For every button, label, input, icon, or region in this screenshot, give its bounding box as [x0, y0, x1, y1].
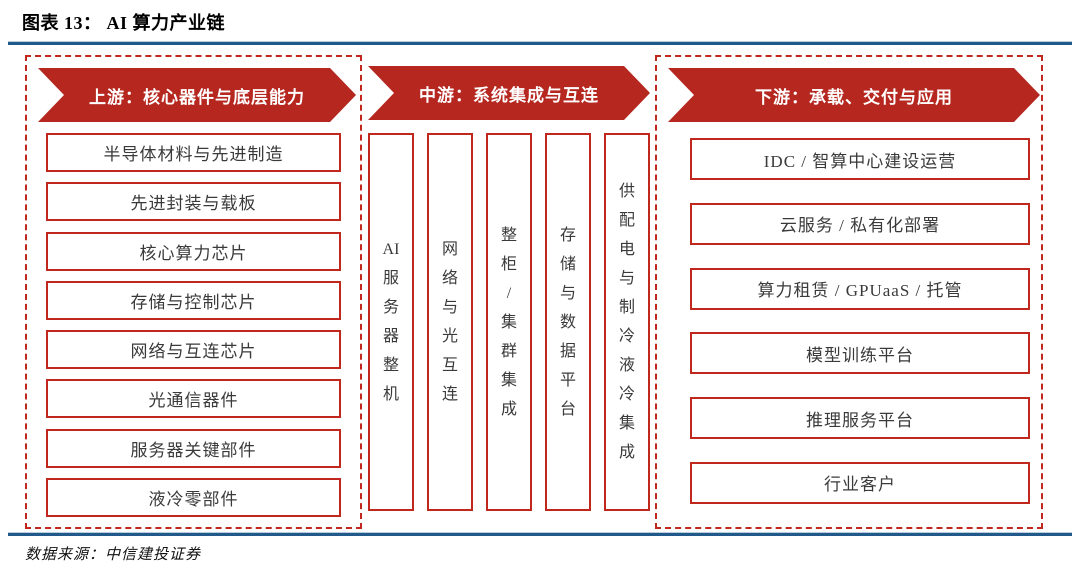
- downstream-item-list: IDC / 智算中心建设运营 云服务 / 私有化部署 算力租赁 / GPUaaS…: [690, 138, 1030, 504]
- bottom-rule-divider: [8, 532, 1072, 536]
- upstream-item: 网络与互连芯片: [46, 330, 341, 370]
- upstream-item-list: 半导体材料与先进制造 先进封装与载板 核心算力芯片 存储与控制芯片 网络与互连芯…: [46, 133, 341, 517]
- midstream-column-label: AI 服 务 器 整 机: [382, 241, 400, 403]
- midstream-column-label: 整 柜 / 集 群 集 成: [500, 226, 517, 418]
- downstream-header-banner: 下游：承载、交付与应用: [668, 68, 1040, 122]
- midstream-column: 整 柜 / 集 群 集 成: [486, 133, 532, 511]
- downstream-item: 模型训练平台: [690, 332, 1030, 375]
- midstream-column-list: AI 服 务 器 整 机 网 络 与 光 互 连 整 柜 / 集 群 集 成 存…: [368, 133, 650, 511]
- midstream-column: AI 服 务 器 整 机: [368, 133, 414, 511]
- downstream-header-label: 下游：承载、交付与应用: [755, 87, 953, 107]
- midstream-section: 中游：系统集成与互连 AI 服 务 器 整 机 网 络 与 光 互 连 整 柜 …: [368, 55, 652, 529]
- upstream-item: 液冷零部件: [46, 477, 341, 517]
- midstream-header-label: 中游：系统集成与互连: [419, 85, 599, 105]
- figure-title: 图表 13： AI 算力产业链: [22, 13, 226, 33]
- downstream-item: 算力租赁 / GPUaaS / 托管: [690, 267, 1030, 310]
- downstream-section: 下游：承载、交付与应用 IDC / 智算中心建设运营 云服务 / 私有化部署 算…: [655, 55, 1043, 529]
- upstream-item: 先进封装与载板: [46, 182, 341, 222]
- upstream-header-banner: 上游：核心器件与底层能力: [38, 68, 356, 122]
- upstream-item: 核心算力芯片: [46, 231, 341, 271]
- midstream-column-label: 存 储 与 数 据 平 台: [559, 226, 576, 418]
- midstream-column: 供 配 电 与 制 冷 液 冷 集 成: [604, 133, 650, 511]
- midstream-column: 存 储 与 数 据 平 台: [545, 133, 591, 511]
- upstream-item: 光通信器件: [46, 379, 341, 419]
- downstream-item: 云服务 / 私有化部署: [690, 202, 1030, 245]
- midstream-column: 网 络 与 光 互 连: [427, 133, 473, 511]
- downstream-item: 推理服务平台: [690, 397, 1030, 440]
- data-source: 数据来源：中信建投证券: [25, 547, 202, 563]
- midstream-column-label: 供 配 电 与 制 冷 液 冷 集 成: [618, 183, 635, 461]
- upstream-item: 半导体材料与先进制造: [46, 133, 341, 172]
- downstream-item: IDC / 智算中心建设运营: [690, 138, 1030, 180]
- upstream-item: 存储与控制芯片: [46, 280, 341, 320]
- midstream-column-label: 网 络 与 光 互 连: [441, 241, 458, 403]
- top-rule-divider: [8, 41, 1072, 45]
- midstream-header-banner: 中游：系统集成与互连: [368, 66, 650, 120]
- upstream-section: 上游：核心器件与底层能力 半导体材料与先进制造 先进封装与载板 核心算力芯片 存…: [25, 55, 362, 529]
- upstream-item: 服务器关键部件: [46, 428, 341, 468]
- upstream-header-label: 上游：核心器件与底层能力: [89, 87, 305, 107]
- downstream-item: 行业客户: [690, 461, 1030, 504]
